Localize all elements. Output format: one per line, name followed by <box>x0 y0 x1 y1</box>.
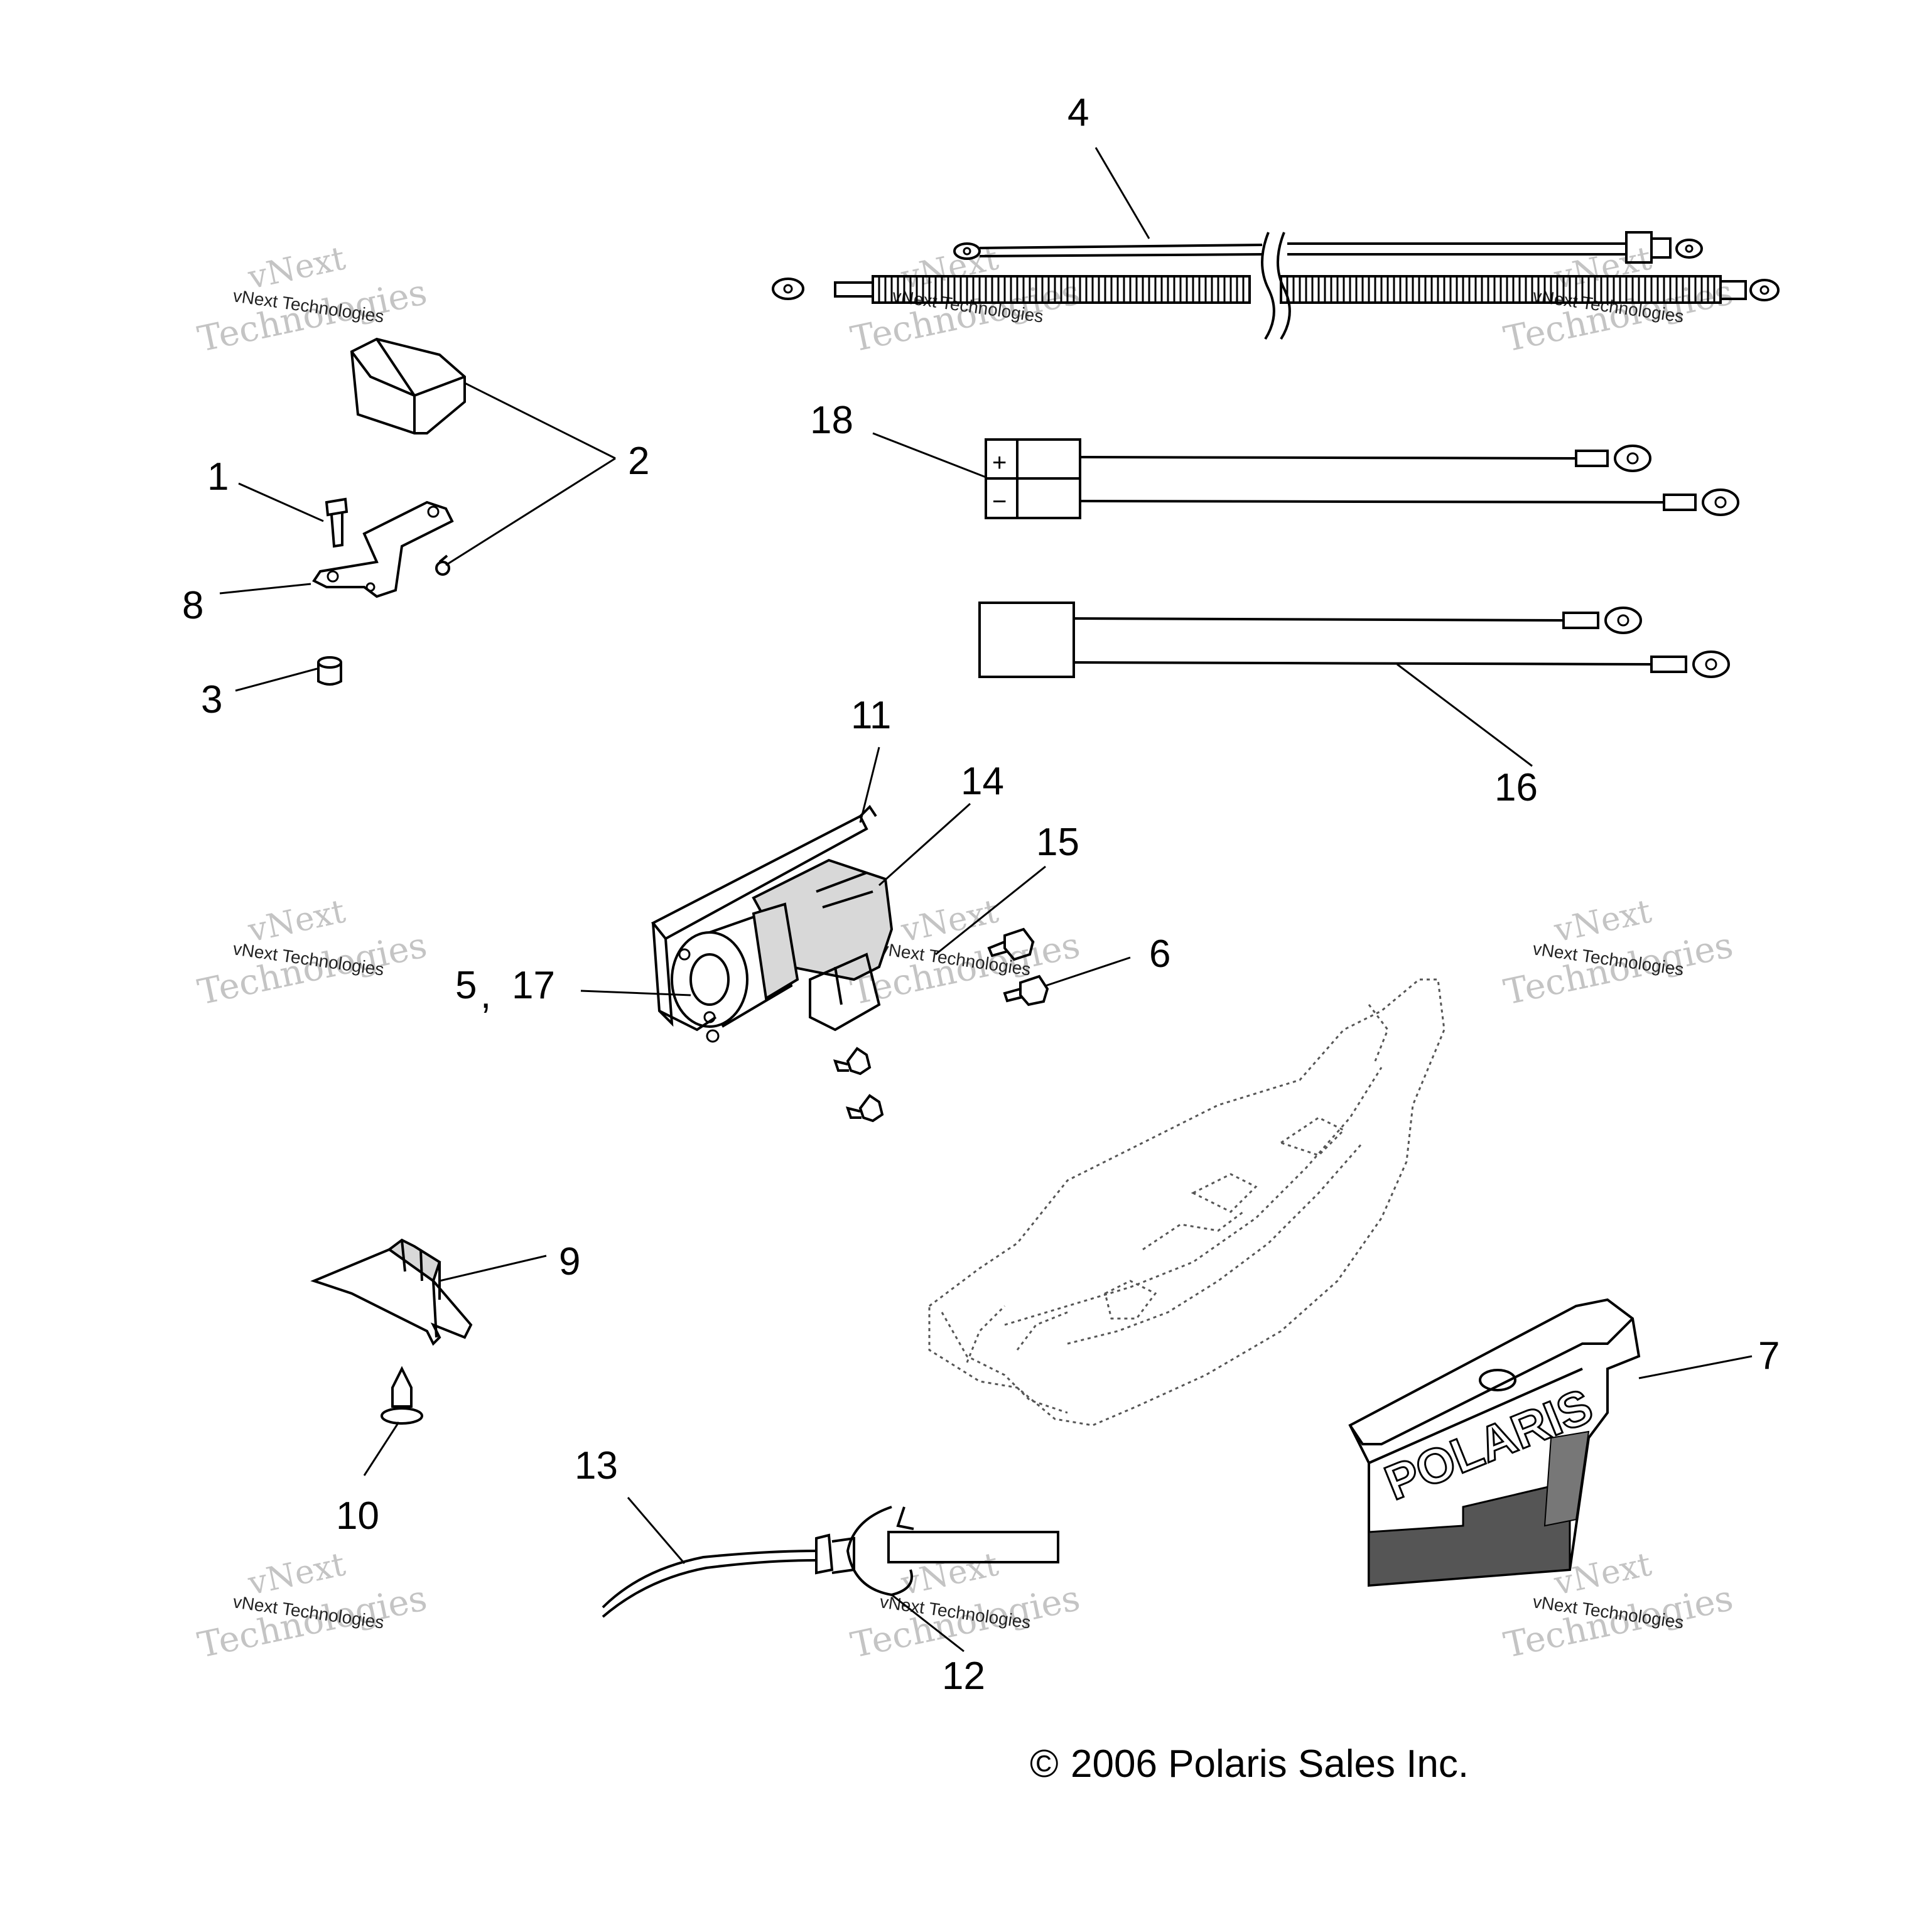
leader-12 <box>891 1594 964 1653</box>
switch-part-9 <box>310 1238 473 1346</box>
callout-12: 12 <box>942 1654 985 1698</box>
front-panel-part-7: POLARIS <box>1348 1298 1641 1587</box>
svg-text:vNext: vNext <box>1550 893 1655 950</box>
callout-13: 13 <box>575 1444 618 1487</box>
callout-6: 6 <box>1149 932 1170 976</box>
leader-2b <box>445 457 616 566</box>
callout-2: 2 <box>628 440 649 483</box>
svg-text:vNext: vNext <box>897 893 1002 950</box>
callout-1: 1 <box>207 455 229 499</box>
connector-harness-part-16 <box>978 602 1730 678</box>
svg-text:vNext: vNext <box>244 893 349 950</box>
svg-text:vNext: vNext <box>244 1546 349 1603</box>
leader-13 <box>627 1497 686 1564</box>
copyright-notice: © 2006 Polaris Sales Inc. <box>1030 1742 1469 1786</box>
callout-18: 18 <box>810 399 853 442</box>
callout-14: 14 <box>961 760 1004 803</box>
callout-7: 7 <box>1758 1334 1780 1378</box>
callout-9: 9 <box>559 1240 580 1283</box>
bolt-part-6 <box>1003 974 1049 1006</box>
callout-comma: , <box>480 973 491 1017</box>
leader-2a <box>464 382 616 460</box>
leader-1 <box>238 482 324 522</box>
watermark-bottom-center: vNext Technologies vNext Technologies <box>847 1546 1083 1666</box>
rivet-part-10 <box>381 1366 423 1425</box>
connector-harness-part-18: + − <box>985 438 1739 519</box>
bolt-part-1 <box>325 497 349 548</box>
leader-7 <box>1638 1355 1753 1379</box>
bracket-part-8 <box>312 500 454 598</box>
watermark-mid-right: vNext Technologies vNext Technologies <box>1500 893 1736 1013</box>
watermark-mid-left: vNext Technologies vNext Technologies <box>194 893 430 1013</box>
copyright-text: 2006 Polaris Sales Inc. <box>1071 1742 1469 1786</box>
leader-10 <box>363 1422 400 1476</box>
winch-assembly <box>651 804 894 1043</box>
screw-a <box>833 1047 872 1076</box>
hook-part-12 <box>815 1506 1059 1597</box>
callout-17: 17 <box>512 964 555 1007</box>
callout-11: 11 <box>851 694 891 737</box>
callout-16: 16 <box>1494 766 1538 809</box>
callout-8: 8 <box>182 584 203 627</box>
callout-4: 4 <box>1067 91 1089 134</box>
leader-4 <box>1094 147 1150 239</box>
screw-b <box>845 1094 884 1123</box>
copyright-symbol: © <box>1030 1742 1059 1786</box>
callout-15: 15 <box>1036 821 1079 864</box>
svg-text:vNext: vNext <box>897 1546 1002 1603</box>
spacer-part-3 <box>317 656 342 686</box>
watermark-top-right: vNext Technologies vNext Technologies <box>1500 240 1736 360</box>
small-screw-part-2 <box>435 554 450 576</box>
plus-symbol: + <box>992 449 1007 477</box>
leader-8 <box>219 583 311 595</box>
leader-9 <box>439 1255 547 1282</box>
leader-5-17 <box>580 990 691 996</box>
callout-5: 5 <box>455 964 477 1007</box>
watermark-top-left: vNext Technologies vNext Technologies <box>194 240 430 360</box>
leader-14 <box>878 802 971 887</box>
bumper-reference <box>928 978 1445 1427</box>
leader-16 <box>1397 663 1533 767</box>
bolt-part-15 <box>987 927 1035 961</box>
relay-part-2 <box>350 337 466 434</box>
leader-3 <box>235 667 318 692</box>
leader-11 <box>859 747 880 823</box>
rope-part-13 <box>602 1550 817 1618</box>
battery-cable-part-4 <box>772 231 1780 340</box>
callout-10: 10 <box>336 1494 379 1538</box>
svg-text:vNext: vNext <box>244 240 349 297</box>
leader-6 <box>1045 956 1131 987</box>
watermark-bottom-left: vNext Technologies vNext Technologies <box>194 1546 430 1666</box>
callout-3: 3 <box>201 678 222 721</box>
leader-15 <box>935 865 1046 956</box>
minus-symbol: − <box>992 488 1007 515</box>
leader-18 <box>872 432 986 478</box>
